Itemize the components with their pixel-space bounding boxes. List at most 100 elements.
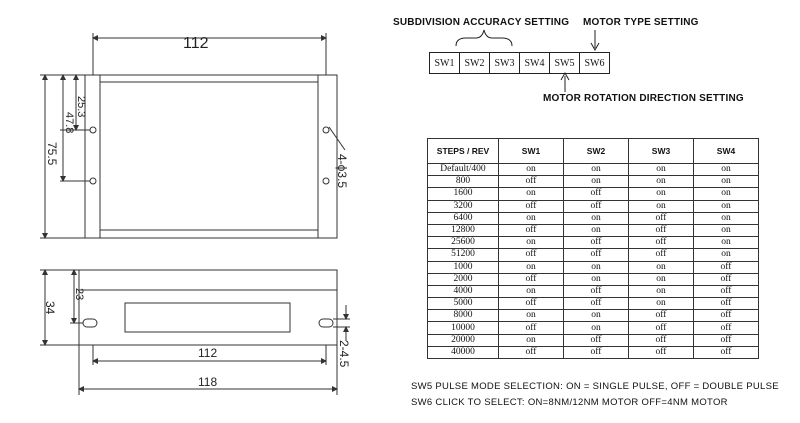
switch-annotations <box>455 29 600 92</box>
switch-state: on <box>563 321 629 335</box>
switch-state: on <box>693 162 759 177</box>
switch-state: on <box>498 260 564 274</box>
sw6-note: SW6 CLICK TO SELECT: ON=8NM/12NM MOTOR O… <box>411 397 728 408</box>
switch-state: off <box>563 236 629 250</box>
switch-state: on <box>563 211 629 225</box>
switch-state: on <box>628 284 694 299</box>
steps-value: 12800 <box>427 223 499 238</box>
switch-state: on <box>498 309 564 323</box>
switch-state: off <box>563 199 629 213</box>
switch-sw3: SW3 <box>490 53 520 73</box>
switch-state: off <box>498 223 564 238</box>
switch-state: off <box>693 333 759 347</box>
switch-state: on <box>563 260 629 274</box>
switch-sw4: SW4 <box>520 53 550 73</box>
switch-state: on <box>693 211 759 225</box>
switch-state: on <box>628 199 694 213</box>
switch-state: on <box>563 162 629 177</box>
dim-47-8: 47.8 <box>63 112 75 133</box>
switch-state: on <box>628 175 694 189</box>
switch-state: on <box>628 162 694 177</box>
switch-row: SW1 SW2 SW3 SW4 SW5 SW6 <box>429 52 610 74</box>
switch-state: on <box>498 187 564 201</box>
switch-state: off <box>628 309 694 323</box>
switch-state: on <box>563 309 629 323</box>
switch-state: off <box>563 284 629 299</box>
subdivision-brace <box>455 29 513 47</box>
sw5-note: SW5 PULSE MODE SELECTION: ON = SINGLE PU… <box>411 381 779 392</box>
switch-state: off <box>628 248 694 262</box>
switch-state: off <box>693 345 759 360</box>
top-view-plate <box>84 74 338 239</box>
switch-state: on <box>693 236 759 250</box>
dim-bottom-outer: 118 <box>198 375 217 389</box>
switch-state: on <box>628 187 694 201</box>
switch-state: off <box>693 284 759 299</box>
switch-sw1: SW1 <box>430 53 460 73</box>
switch-state: on <box>563 223 629 238</box>
switch-state: off <box>498 175 564 189</box>
steps-value: 10000 <box>427 321 499 335</box>
switch-state: off <box>628 321 694 335</box>
switch-state: off <box>563 345 629 360</box>
switch-state: on <box>563 175 629 189</box>
side-view-window <box>124 302 291 333</box>
table-header-row: STEPS / REV SW1 SW2 SW3 SW4 <box>427 138 759 164</box>
switch-sw2: SW2 <box>460 53 490 73</box>
header-sw2: SW2 <box>563 138 629 164</box>
header-sw3: SW3 <box>628 138 694 164</box>
steps-value: 51200 <box>427 248 499 262</box>
header-sw4: SW4 <box>693 138 759 164</box>
switch-sw5: SW5 <box>550 53 580 73</box>
switch-state: off <box>693 260 759 274</box>
mechanical-drawing: 112 25.3 47.8 75.5 4-ϕ3.5 23 34 112 118 … <box>40 33 351 395</box>
switch-state: off <box>498 345 564 360</box>
mount-hole <box>322 126 330 134</box>
switch-state: on <box>498 211 564 225</box>
dim-bottom-inner: 112 <box>198 346 217 360</box>
slot <box>318 318 334 328</box>
steps-value: 8000 <box>427 309 499 323</box>
switch-state: off <box>628 345 694 360</box>
mount-hole <box>322 177 330 185</box>
switch-state: off <box>693 309 759 323</box>
switch-sw6: SW6 <box>584 57 605 69</box>
switch-state: on <box>628 297 694 311</box>
steps-value: 800 <box>427 175 499 189</box>
steps-value: 6400 <box>427 211 499 225</box>
switch-state: on <box>693 187 759 201</box>
switch-state: on <box>563 272 629 286</box>
switch-state: on <box>693 199 759 213</box>
steps-value: 3200 <box>427 199 499 213</box>
switch-state: off <box>498 272 564 286</box>
switch-state: on <box>693 223 759 238</box>
switch-state: off <box>563 333 629 347</box>
steps-value: Default/400 <box>427 162 499 177</box>
subdivision-label: SUBDIVISION ACCURACY SETTING <box>393 17 570 28</box>
switch-state: off <box>498 248 564 262</box>
switch-state: on <box>693 248 759 262</box>
steps-value: 1000 <box>427 260 499 274</box>
motor-type-arrow <box>590 42 600 52</box>
dim-slot: 2-4.5 <box>337 340 351 368</box>
hole-spec: 4-ϕ3.5 <box>335 154 349 188</box>
mount-hole <box>89 126 97 134</box>
switch-state: off <box>628 236 694 250</box>
dim-75-5: 75.5 <box>45 142 59 166</box>
